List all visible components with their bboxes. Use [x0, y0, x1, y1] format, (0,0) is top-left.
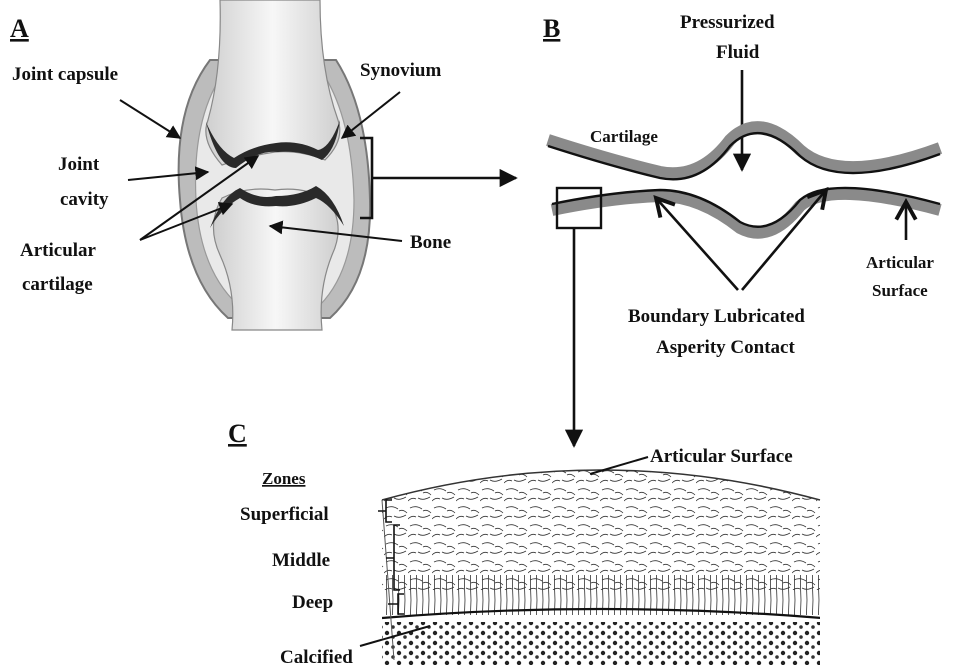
label-zones-title: Zones: [262, 469, 306, 488]
label-pressurized-line1: Pressurized: [680, 12, 775, 33]
label-pressurized-line2: Fluid: [716, 42, 760, 63]
label-zone-middle: Middle: [272, 550, 330, 571]
panel-b-letter: B: [543, 14, 560, 43]
label-articular-b-line2: Surface: [872, 281, 928, 300]
zone-calcified-fill: [382, 622, 822, 666]
label-joint-capsule: Joint capsule: [12, 64, 118, 85]
label-joint-cavity-line2: cavity: [60, 189, 109, 210]
label-boundary-line2: Asperity Contact: [656, 337, 795, 358]
label-articular-b-line1: Articular: [866, 253, 934, 272]
label-cartilage: Cartilage: [590, 127, 658, 146]
lower-surface-gray: [552, 194, 940, 233]
joint-drawing: [179, 0, 370, 330]
label-boundary-line1: Boundary Lubricated: [628, 306, 805, 327]
arrow-joint-capsule: [120, 100, 180, 138]
cartilage-section: [382, 440, 822, 666]
label-articular-surface-c: Articular Surface: [650, 446, 793, 467]
label-joint-cavity-line1: Joint: [58, 154, 100, 175]
label-bone: Bone: [410, 232, 451, 253]
upper-bone-shape: [206, 0, 340, 165]
label-zone-superficial: Superficial: [240, 504, 329, 525]
panel-c-letter: C: [228, 419, 247, 448]
label-articular-cartilage-line2: cartilage: [22, 274, 93, 295]
lower-bone-shape: [213, 189, 338, 330]
arrow-asperity-right: [742, 190, 826, 290]
label-zone-calcified: Calcified: [280, 647, 353, 666]
panel-a-letter: A: [10, 14, 29, 43]
label-articular-cartilage-line1: Articular: [20, 240, 97, 261]
label-synovium: Synovium: [360, 60, 441, 81]
label-zone-deep: Deep: [292, 592, 333, 613]
